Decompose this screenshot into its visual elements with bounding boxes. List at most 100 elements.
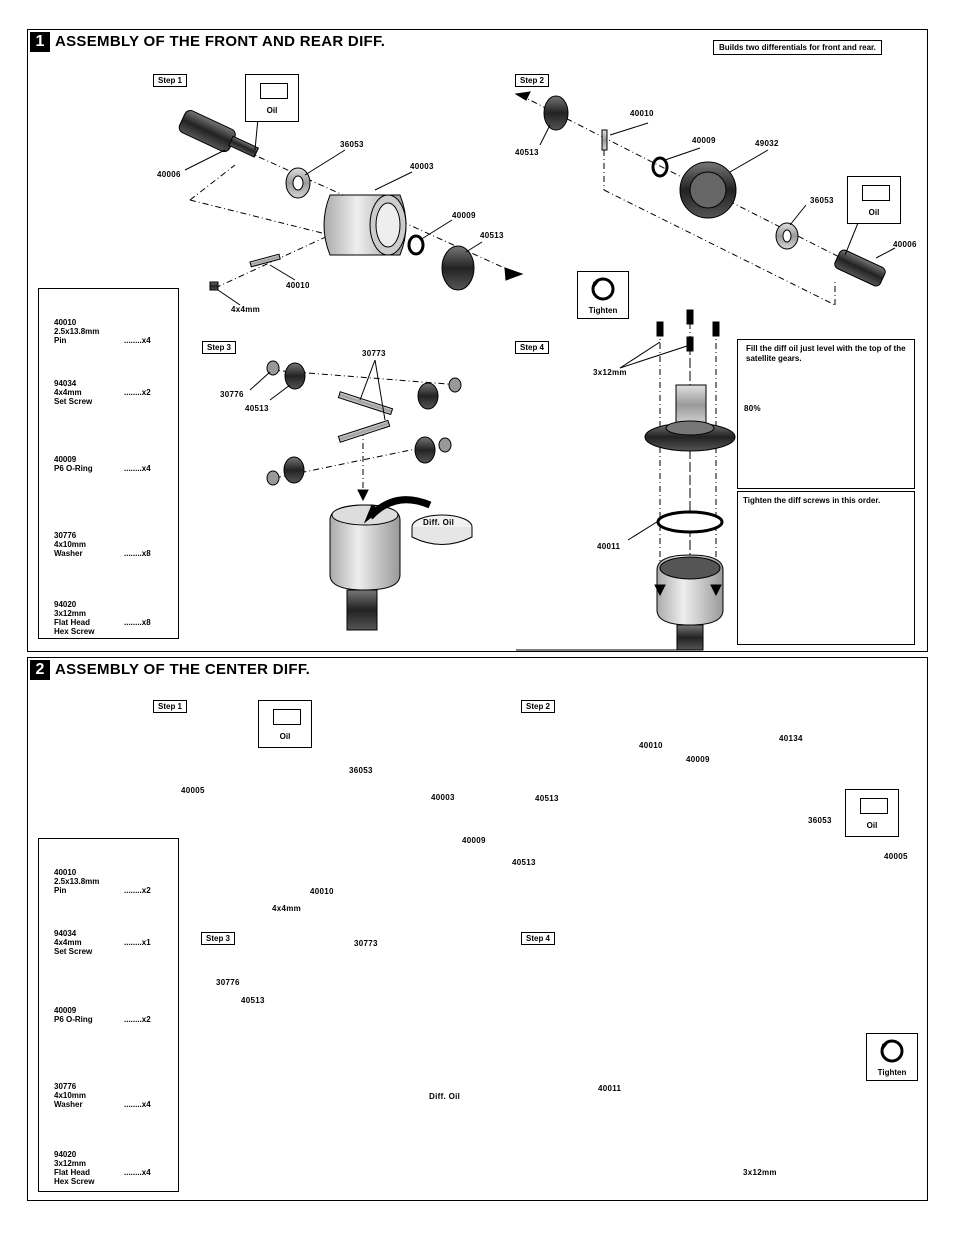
s1-part-qty: ........x4 bbox=[124, 464, 151, 473]
section-1-note: Builds two differentials for front and r… bbox=[713, 40, 882, 55]
label-40513-s3: 40513 bbox=[245, 404, 269, 413]
s2-part-qty: ........x2 bbox=[124, 886, 151, 895]
fill-level-note: Fill the diff oil just level with the to… bbox=[746, 344, 906, 363]
s2-part-qty: ........x2 bbox=[124, 1015, 151, 1024]
tighten-order-note: Tighten the diff screws in this order. bbox=[743, 496, 881, 505]
label-40513: 40513 bbox=[480, 231, 504, 240]
s1-part-code: 40009 bbox=[54, 455, 77, 464]
s2-part-size: 3x12mm bbox=[54, 1159, 87, 1168]
s1-part-size: 2.5x13.8mm bbox=[54, 327, 100, 336]
s1-oil-box-2: Oil bbox=[847, 176, 901, 224]
tighten-label: Tighten bbox=[588, 306, 618, 315]
oil-can-icon bbox=[860, 798, 888, 814]
label-40005-s2: 40005 bbox=[884, 852, 908, 861]
s2-part-size: 2.5x13.8mm bbox=[54, 877, 100, 886]
s2-part-code: 94020 bbox=[54, 1150, 77, 1159]
s1-step2-drawing bbox=[514, 91, 896, 306]
s1-part-name: P6 O-Ring bbox=[54, 464, 93, 473]
s2-part-name: P6 O-Ring bbox=[54, 1015, 93, 1024]
s1-part-size: 3x12mm bbox=[54, 609, 87, 618]
fill-level-box: Fill the diff oil just level with the to… bbox=[737, 339, 915, 489]
label-36053: 36053 bbox=[340, 140, 364, 149]
s1-part-qty: ........x4 bbox=[124, 336, 151, 345]
oil-label: Oil bbox=[868, 208, 880, 217]
order-2: 2 bbox=[874, 587, 879, 596]
oil-can-icon bbox=[260, 83, 288, 99]
s2-oil-box-1: Oil bbox=[258, 700, 312, 748]
s1-oil-box-1: Oil bbox=[245, 74, 299, 122]
s1-step3-drawing bbox=[249, 359, 473, 631]
s2-tighten-box: Tighten bbox=[866, 1033, 918, 1081]
label-40010-s2: 40010 bbox=[639, 741, 663, 750]
label-40011: 40011 bbox=[598, 1084, 622, 1093]
s2-part-name2: Hex Screw bbox=[54, 1177, 95, 1186]
s1-part-name: Washer bbox=[54, 549, 83, 558]
label-40010: 40010 bbox=[286, 281, 310, 290]
label-40010: 40010 bbox=[310, 887, 334, 896]
diff-oil-label: Diff. Oil bbox=[429, 1092, 461, 1101]
label-40513-s3: 40513 bbox=[241, 996, 265, 1005]
tighten-icon bbox=[880, 1039, 904, 1063]
tighten-label: Tighten bbox=[877, 1068, 907, 1077]
s2-part-qty: ........x4 bbox=[124, 1168, 151, 1177]
s1-parts-list bbox=[38, 288, 179, 639]
s1-part-size: 4x4mm bbox=[54, 388, 82, 397]
tighten-icon bbox=[591, 277, 615, 301]
oil-can-icon bbox=[273, 709, 301, 725]
s1-step4-drawing bbox=[516, 309, 736, 651]
label-40009-s2: 40009 bbox=[686, 755, 710, 764]
diff-oil-label: Diff. Oil bbox=[423, 518, 455, 527]
label-40003: 40003 bbox=[410, 162, 434, 171]
s1-part-code: 94020 bbox=[54, 600, 77, 609]
section-1-title: ASSEMBLY OF THE FRONT AND REAR DIFF. bbox=[55, 33, 386, 50]
label-3x12mm: 3x12mm bbox=[593, 368, 627, 377]
fill-percent: 80% bbox=[744, 404, 761, 413]
s1-part-code: 40010 bbox=[54, 318, 77, 327]
label-40006: 40006 bbox=[157, 170, 181, 179]
label-40011: 40011 bbox=[597, 542, 621, 551]
s1-part-qty: ........x8 bbox=[124, 549, 151, 558]
s2-part-qty: ........x4 bbox=[124, 1100, 151, 1109]
label-40513-s2: 40513 bbox=[515, 148, 539, 157]
s2-part-qty: ........x1 bbox=[124, 938, 151, 947]
section-1-number: 1 bbox=[30, 32, 50, 52]
s1-step2-label: Step 2 bbox=[515, 74, 550, 87]
label-30773: 30773 bbox=[354, 939, 378, 948]
s1-part-name: Pin bbox=[54, 336, 67, 345]
label-30776: 30776 bbox=[220, 390, 244, 399]
label-36053-s2: 36053 bbox=[808, 816, 832, 825]
s2-part-name: Flat Head bbox=[54, 1168, 91, 1177]
s2-step2-label: Step 2 bbox=[521, 700, 556, 713]
order-4: 4 bbox=[773, 587, 778, 596]
label-30773: 30773 bbox=[362, 349, 386, 358]
label-30776: 30776 bbox=[216, 978, 240, 987]
section-2-number: 2 bbox=[30, 660, 50, 680]
label-40513-s2: 40513 bbox=[535, 794, 559, 803]
s1-step3-label: Step 3 bbox=[202, 341, 237, 354]
s1-step4-label: Step 4 bbox=[515, 341, 550, 354]
s1-part-qty: ........x8 bbox=[124, 618, 151, 627]
s2-step1-label: Step 1 bbox=[153, 700, 188, 713]
label-36053: 36053 bbox=[349, 766, 373, 775]
s2-parts-list bbox=[38, 838, 179, 1192]
s1-part-name2: Hex Screw bbox=[54, 627, 95, 636]
s2-step3-label: Step 3 bbox=[201, 932, 236, 945]
s2-part-name: Set Screw bbox=[54, 947, 93, 956]
label-40005: 40005 bbox=[181, 786, 205, 795]
oil-can-icon bbox=[862, 185, 890, 201]
oil-label: Oil bbox=[866, 821, 878, 830]
label-40009-s2: 40009 bbox=[692, 136, 716, 145]
s2-part-name: Washer bbox=[54, 1100, 83, 1109]
label-36053-s2: 36053 bbox=[810, 196, 834, 205]
tighten-order-box: Tighten the diff screws in this order. bbox=[737, 491, 915, 645]
s1-part-code: 30776 bbox=[54, 531, 77, 540]
s1-part-code: 94034 bbox=[54, 379, 77, 388]
oil-label: Oil bbox=[266, 106, 278, 115]
s2-part-code: 30776 bbox=[54, 1082, 77, 1091]
label-40134: 40134 bbox=[779, 734, 803, 743]
label-4x4mm: 4x4mm bbox=[272, 904, 302, 913]
oil-label: Oil bbox=[279, 732, 291, 741]
label-4x4mm: 4x4mm bbox=[231, 305, 261, 314]
order-3: 3 bbox=[874, 534, 879, 543]
s1-part-name: Set Screw bbox=[54, 397, 93, 406]
